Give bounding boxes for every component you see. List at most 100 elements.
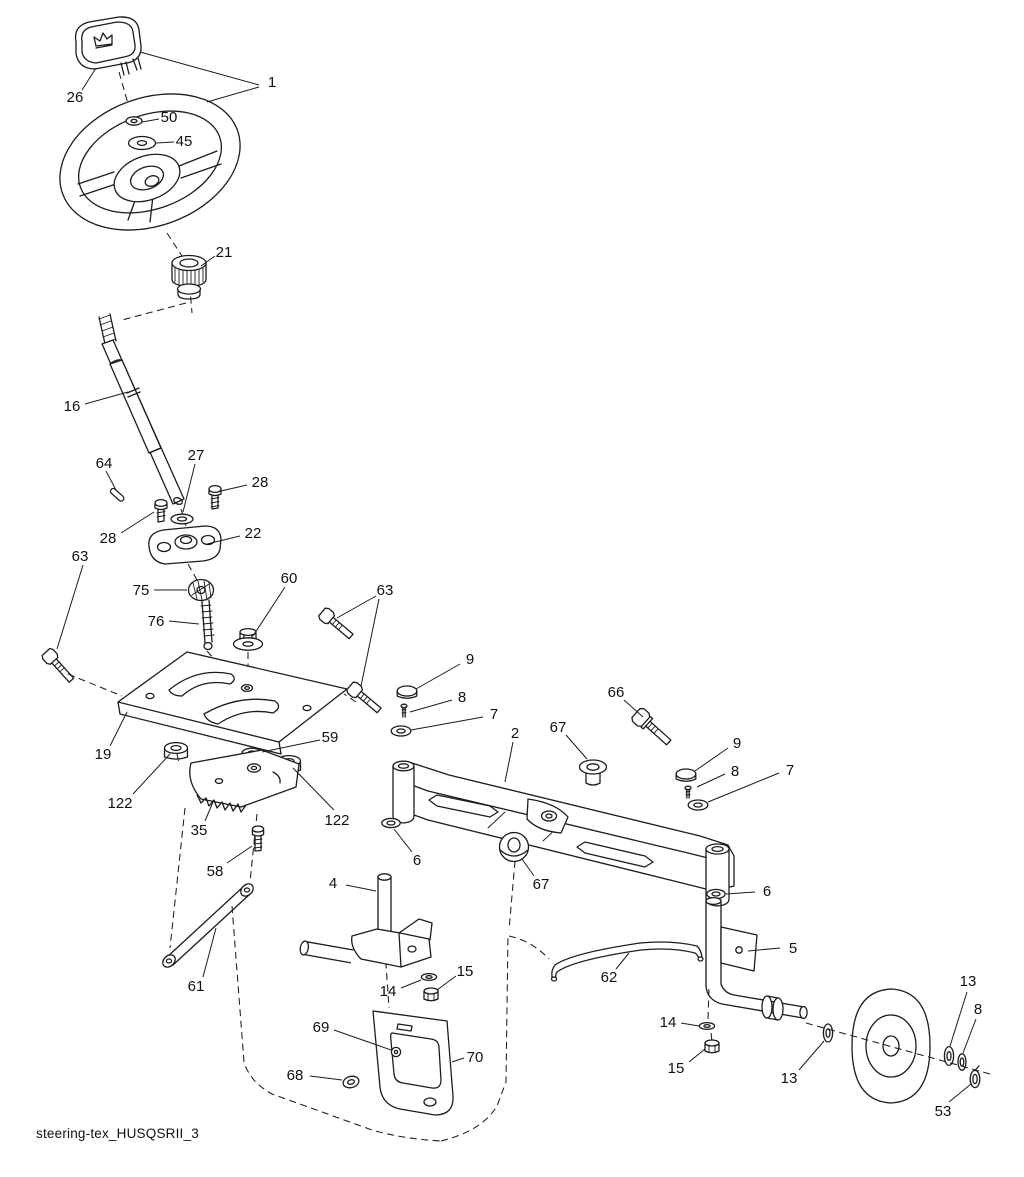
part-washer-68: [342, 1075, 360, 1089]
part-washer-14-right: [698, 1021, 716, 1031]
part-nut-15-right: [704, 1039, 720, 1054]
callout-leader-line: [252, 586, 286, 637]
callout-label-15-39: 15: [457, 963, 474, 980]
callout-label-61-22: 61: [188, 978, 205, 995]
callout-leader-line: [400, 979, 422, 989]
callout-leader-line: [336, 595, 377, 619]
callout-label-122-17: 122: [107, 795, 132, 812]
part-wheel-hub: [851, 988, 931, 1104]
callout-label-8-30: 8: [731, 763, 739, 780]
part-tie-rod-62: [550, 941, 704, 982]
callout-label-53-48: 53: [935, 1103, 952, 1120]
part-cap-9-left: [396, 685, 418, 699]
callout-label-50-2: 50: [161, 109, 178, 126]
callout-leader-line: [333, 1029, 392, 1051]
part-axle-assembly-2: [392, 760, 735, 907]
callout-leader-line: [220, 484, 248, 492]
callout-label-27-7: 27: [188, 447, 205, 464]
callout-label-58-19: 58: [207, 863, 224, 880]
callout-label-19-16: 19: [95, 746, 112, 763]
callout-label-21-4: 21: [216, 244, 233, 261]
callout-label-59-20: 59: [322, 729, 339, 746]
callout-label-8-24: 8: [458, 689, 466, 706]
part-washer-13-right: [943, 1045, 955, 1067]
callout-leader-line: [109, 711, 128, 747]
part-washer-50: [125, 116, 143, 126]
callout-leader-line: [105, 470, 117, 491]
callout-leader-line: [206, 86, 260, 103]
callout-label-13-45: 13: [781, 1070, 798, 1087]
callout-label-69-40: 69: [313, 1019, 330, 1036]
callout-leader-line: [132, 753, 171, 795]
callout-leader-line: [204, 801, 214, 822]
part-adjuster-76: [200, 599, 215, 651]
part-spindle-5: [705, 896, 808, 1021]
callout-leader-line: [521, 858, 535, 877]
callout-label-7-25: 7: [490, 706, 498, 723]
callout-leader-line: [360, 598, 380, 687]
callout-label-9-23: 9: [466, 651, 474, 668]
callout-label-7-31: 7: [786, 762, 794, 779]
part-steering-wheel: [59, 93, 241, 231]
part-drag-link-61: [162, 883, 254, 968]
callout-label-5-36: 5: [789, 940, 797, 957]
part-pivot-bushing-67-lower: [498, 831, 530, 863]
part-washer-7-left: [390, 725, 412, 737]
callout-leader-line: [409, 699, 453, 713]
part-washer-14-left: [420, 972, 438, 982]
callout-label-13-46: 13: [960, 973, 977, 990]
callout-leader-line: [168, 620, 200, 625]
callout-leader-line: [451, 1057, 465, 1063]
part-bushing-67-upper: [578, 759, 608, 786]
callout-label-6-35: 6: [763, 883, 771, 900]
callout-label-28-8: 28: [252, 474, 269, 491]
part-steering-boot-21: [171, 254, 207, 300]
part-bolt-63-right-a: [318, 607, 354, 640]
part-sector-gear-35: [189, 749, 300, 813]
part-screw-28-left: [154, 498, 168, 523]
callout-label-63-15: 63: [377, 582, 394, 599]
part-nut-15-left: [423, 987, 439, 1002]
callout-label-63-11: 63: [72, 548, 89, 565]
callout-label-75-12: 75: [133, 582, 150, 599]
callout-leader-line: [688, 1048, 706, 1063]
callout-label-122-21: 122: [324, 812, 349, 829]
callout-leader-line: [415, 663, 461, 690]
callout-leader-line: [226, 845, 253, 864]
part-washer-13-left: [822, 1023, 834, 1043]
callout-label-9-29: 9: [733, 735, 741, 752]
callout-leader-line: [565, 734, 588, 760]
callout-label-35-18: 35: [191, 822, 208, 839]
part-washer-45: [127, 135, 157, 151]
callout-leader-line: [436, 975, 457, 991]
callout-label-28-9: 28: [100, 530, 117, 547]
callout-leader-line: [84, 391, 129, 405]
callout-leader-line: [623, 699, 644, 718]
callout-label-8-47: 8: [974, 1001, 982, 1018]
callout-leader-line: [141, 118, 160, 123]
callout-leader-line: [948, 1083, 972, 1103]
callout-leader-line: [504, 741, 514, 783]
part-screw-28-right: [208, 484, 222, 510]
callout-label-45-3: 45: [176, 133, 193, 150]
part-support-plate-19: [117, 651, 348, 755]
part-screw-8-right: [684, 785, 692, 799]
callout-label-22-10: 22: [245, 525, 262, 542]
part-bracket-70: [372, 1010, 454, 1116]
callout-leader-line: [615, 952, 630, 970]
diagram-artwork: [41, 16, 981, 1116]
callout-leader-line: [680, 1022, 700, 1027]
callout-label-70-42: 70: [467, 1049, 484, 1066]
callout-leader-line: [949, 991, 968, 1047]
callout-leader-line: [139, 51, 260, 86]
part-flange-nut-60: [232, 627, 264, 651]
callout-leader-line: [309, 1075, 343, 1081]
part-washer-27: [170, 513, 194, 525]
callout-leader-line: [696, 773, 726, 788]
part-steering-shaft-16: [98, 313, 185, 505]
callout-label-26-1: 26: [67, 89, 84, 106]
callout-label-1-0: 1: [268, 74, 276, 91]
callout-leader-line: [707, 772, 780, 803]
